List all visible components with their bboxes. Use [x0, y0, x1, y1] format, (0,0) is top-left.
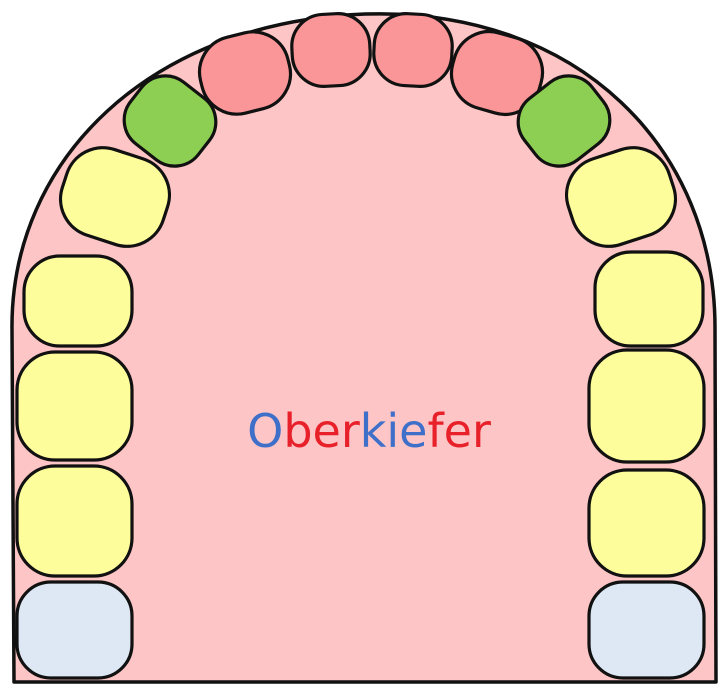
premolar-tooth-left-2 — [22, 254, 134, 348]
palate-outline — [10, 12, 718, 684]
molar-tooth-left-1 — [15, 350, 134, 462]
incisor-tooth-3 — [372, 12, 454, 88]
title-segment-0: O — [247, 404, 283, 458]
canine-tooth-right — [516, 74, 612, 168]
premolar-tooth-right-1 — [564, 146, 678, 248]
premolar-tooth-right-2 — [593, 250, 705, 348]
incisor-tooth-2 — [290, 12, 372, 88]
incisor-tooth-1 — [197, 30, 293, 116]
title-segment-1: ber — [283, 404, 360, 458]
wisdom-tooth-left — [15, 580, 134, 680]
jaw-title: Oberkiefer — [247, 404, 491, 458]
incisor-tooth-4 — [449, 30, 545, 116]
molar-tooth-left-2 — [15, 464, 134, 578]
wisdom-tooth-right — [587, 580, 706, 680]
title-segment-3: ie — [386, 404, 427, 458]
title-segment-4: f — [427, 404, 445, 458]
canine-tooth-left — [122, 74, 218, 168]
title-segment-2: k — [360, 404, 387, 458]
title-segment-5: er — [444, 404, 491, 458]
molar-tooth-right-2 — [587, 468, 706, 578]
molar-tooth-right-1 — [587, 348, 706, 464]
premolar-tooth-left-1 — [58, 146, 172, 248]
